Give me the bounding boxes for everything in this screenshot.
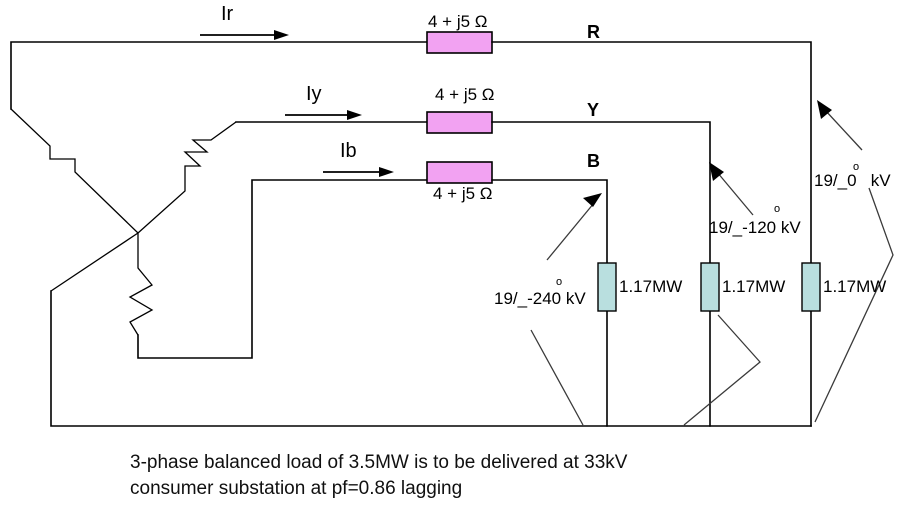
phase-label-b: B [587, 151, 600, 171]
source-winding-y [137, 121, 428, 234]
leader-line-y-lower [683, 314, 761, 426]
callout-arrow-b [546, 193, 602, 261]
current-label-iy: Iy [306, 83, 322, 105]
source-winding-r [10, 41, 428, 234]
load-box-b [597, 262, 617, 312]
source-winding-b [128, 179, 428, 359]
degree-symbol-b: o [556, 276, 563, 288]
load-box-y [700, 262, 720, 312]
impedance-box-r [426, 31, 493, 54]
current-arrow-iy [285, 110, 362, 120]
impedance-label-y: 4 + j5 Ω [435, 85, 495, 104]
load-label-r: 1.17MW [823, 277, 887, 296]
phase-label-r: R [587, 22, 600, 42]
impedance-box-y [426, 111, 493, 134]
impedance-box-b [426, 161, 493, 184]
feeder-line-b [491, 179, 608, 427]
diagram-caption: 3-phase balanced load of 3.5MW is to be … [130, 452, 628, 499]
leader-line-b-lower [530, 329, 584, 426]
load-box-r [801, 262, 821, 312]
voltage-label-y: 19/_-120 kV [709, 218, 801, 237]
callout-arrow-r [817, 100, 863, 151]
impedance-label-b: 4 + j5 Ω [433, 184, 493, 203]
impedance-label-r: 4 + j5 Ω [428, 12, 488, 31]
degree-symbol-r: o [853, 161, 860, 173]
leader-line-r-lower [814, 187, 894, 423]
current-label-ir: Ir [221, 3, 234, 25]
voltage-label-b: 19/_-240 kV [494, 289, 586, 308]
current-arrow-ib [323, 167, 394, 177]
source-neutral-return [50, 232, 812, 427]
current-arrow-ir [200, 30, 289, 40]
load-label-b: 1.17MW [619, 277, 683, 296]
feeder-line-y [491, 121, 711, 427]
voltage-label-r: 19/_0 kV [814, 171, 891, 190]
phase-label-y: Y [587, 100, 600, 120]
load-label-y: 1.17MW [722, 277, 786, 296]
callout-arrow-y [709, 162, 754, 216]
degree-symbol-y: o [774, 203, 781, 215]
current-label-ib: Ib [340, 140, 357, 162]
